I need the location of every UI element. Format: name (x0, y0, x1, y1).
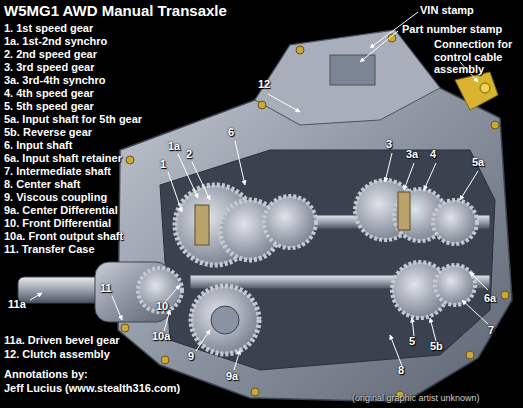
leader-line (412, 318, 414, 336)
callout-number: 10a (152, 330, 170, 343)
leader-line (430, 318, 436, 341)
leader-line (112, 296, 122, 320)
gear (264, 196, 316, 248)
legend-item: 12. Clutch assembly (4, 348, 110, 361)
diagram-title: W5MG1 AWD Manual Transaxle (4, 2, 227, 19)
legend-item: 9a. Center Differential (4, 204, 118, 217)
callout-number: 3 (386, 138, 392, 151)
callout-number: 3a (406, 148, 418, 161)
leader-line (390, 335, 402, 366)
legend-item: 6. Input shaft (4, 139, 72, 152)
callout-number: 5 (409, 335, 415, 348)
bolt (491, 121, 499, 129)
gears (138, 180, 477, 354)
part-number-pad (330, 55, 375, 85)
housing (118, 30, 512, 402)
synchro (195, 205, 209, 245)
callout-number: 6a (484, 292, 496, 305)
gear (433, 200, 477, 244)
footnote-text: (original graphic artist unknown) (352, 393, 480, 403)
bevel-gear (138, 268, 182, 312)
synchro (398, 192, 410, 230)
callout-number: 6 (228, 126, 234, 139)
callout-number: 4 (430, 148, 436, 161)
leader-line (460, 171, 478, 200)
legend-item: 8. Center shaft (4, 178, 80, 191)
annotation-text: Connection for control cable assembly (434, 38, 522, 76)
legend-item: 3a. 3rd-4th synchro (4, 74, 105, 87)
bolt (121, 324, 129, 332)
callout-number: 5a (472, 156, 484, 169)
callout-number: 12 (258, 78, 270, 91)
gear (435, 265, 475, 305)
cable-pin (480, 83, 490, 93)
annotation-text: Part number stamp (402, 23, 502, 36)
legend-item: 5a. Input shaft for 5th gear (4, 113, 142, 126)
annotation-text: VIN stamp (420, 4, 474, 17)
legend-item: 7. Intermediate shaft (4, 165, 111, 178)
leader-line (178, 154, 198, 198)
leader-line (164, 310, 170, 331)
bolt (296, 46, 304, 54)
legend-item: 5b. Reverse gear (4, 126, 92, 139)
leader-line (168, 172, 182, 212)
callout-number: 9a (226, 370, 238, 383)
cutaway-cavity (160, 150, 495, 370)
legend-item: 9. Viscous coupling (4, 191, 107, 204)
bolt (161, 356, 169, 364)
control-cable-connection (455, 72, 498, 110)
leader-line (268, 94, 300, 112)
callout-number: 5b (430, 340, 443, 353)
callout-number: 7 (488, 324, 494, 337)
callout-number: 11 (100, 282, 112, 295)
leader-line (192, 162, 210, 200)
legend-item: 3. 3rd speed gear (4, 61, 95, 74)
legend-item: 4. 4th speed gear (4, 87, 94, 100)
callout-number: 9 (188, 350, 194, 363)
legend-item: 6a. Input shaft retainer (4, 152, 122, 165)
leader-line (424, 163, 436, 190)
housing-shell (118, 30, 512, 402)
callout-number: 8 (398, 364, 404, 377)
legend-item: 1a. 1st-2nd synchro (4, 35, 107, 48)
legend-item: 1. 1st speed gear (4, 22, 93, 35)
leader-line (196, 330, 210, 351)
clutch-bell (255, 30, 440, 125)
callout-number: 10 (156, 300, 168, 313)
credit-text: Annotations by: (4, 368, 88, 381)
leader-line (234, 350, 240, 370)
credit-text: Jeff Lucius (www.stealth316.com) (4, 382, 180, 395)
leader-line (30, 293, 42, 300)
bolt (501, 291, 509, 299)
callout-number: 1 (160, 158, 166, 171)
leader-line (385, 153, 392, 182)
cable-bracket (455, 72, 498, 110)
legend-item: 10a. Front output shaft (4, 230, 123, 243)
legend-item: 11a. Driven bevel gear (4, 334, 120, 347)
leader-line (360, 31, 398, 62)
bolts (121, 34, 509, 399)
callout-number: 1a (168, 140, 180, 153)
differential-core (211, 306, 239, 334)
callout-number: 2 (186, 148, 192, 161)
legend-item: 10. Front Differential (4, 217, 111, 230)
bolt (466, 351, 474, 359)
legend-item: 2. 2nd speed gear (4, 48, 97, 61)
bolt (126, 156, 134, 164)
callout-number: 11a (8, 298, 26, 311)
leader-line (235, 141, 245, 185)
legend-item: 11. Transfer Case (4, 243, 95, 256)
differential (191, 286, 259, 354)
leader-line (404, 163, 414, 190)
leader-line (470, 272, 488, 290)
bolt (258, 101, 266, 109)
legend-item: 5. 5th speed gear (4, 100, 94, 113)
bolt (251, 388, 259, 396)
